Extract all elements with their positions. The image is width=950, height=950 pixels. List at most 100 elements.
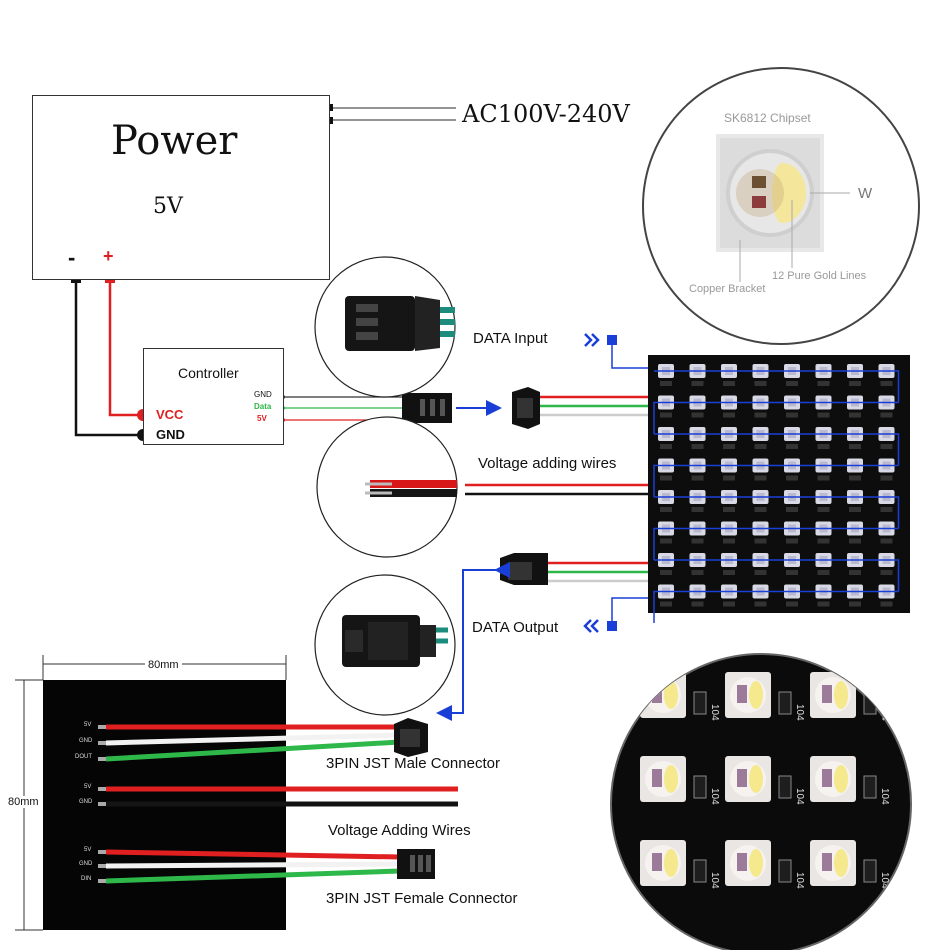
zoom-capacitor bbox=[693, 775, 707, 799]
chip-gold-label: 12 Pure Gold Lines bbox=[772, 270, 867, 282]
panel-capacitor bbox=[817, 507, 830, 512]
panel-capacitor bbox=[754, 381, 767, 386]
panel-capacitor bbox=[754, 507, 767, 512]
panel-capacitor bbox=[817, 412, 830, 418]
panel-capacitor bbox=[660, 444, 672, 449]
zoom-led-white-die bbox=[749, 849, 763, 877]
zoom-led-rgb-die bbox=[737, 853, 747, 871]
panel-capacitor bbox=[786, 570, 798, 575]
female-connector-label: 3PIN JST Female Connector bbox=[326, 890, 518, 907]
controller-connector bbox=[402, 393, 502, 423]
board-width-label: 80mm bbox=[145, 659, 182, 671]
panel-capacitor bbox=[660, 601, 672, 607]
pin-top-5v: 5V bbox=[84, 722, 92, 728]
panel-data-trace bbox=[653, 464, 899, 497]
panel-capacitor bbox=[691, 538, 704, 544]
power-supply-box: Power 5V bbox=[32, 95, 330, 280]
zoom-led-rgb-die bbox=[652, 685, 662, 703]
panel-capacitor bbox=[660, 507, 672, 512]
panel-voltage-wires bbox=[465, 483, 650, 496]
board-height-label: 80mm bbox=[8, 796, 39, 808]
pin-top-gnd: GND bbox=[79, 738, 93, 744]
panel-capacitor bbox=[880, 538, 893, 544]
panel-capacitor bbox=[880, 412, 893, 418]
zoom-led-white-die bbox=[749, 681, 763, 709]
panel-capacitor bbox=[786, 601, 798, 607]
panel-capacitor bbox=[723, 601, 735, 607]
panel-capacitor bbox=[754, 412, 767, 418]
panel-capacitor bbox=[849, 412, 861, 418]
callout-circles bbox=[314, 256, 458, 716]
zoom-led-rgb-die bbox=[737, 685, 747, 703]
panel-data-trace bbox=[654, 496, 900, 529]
panel-capacitor bbox=[660, 570, 672, 575]
panel-capacitor bbox=[691, 507, 704, 512]
ac-wires bbox=[326, 104, 456, 124]
zoom-capacitor bbox=[778, 691, 792, 715]
panel-capacitor bbox=[817, 538, 830, 544]
panel-capacitor bbox=[849, 475, 861, 481]
ac-input-label: AC100V-240V bbox=[462, 100, 630, 128]
data-input-label: DATA Input bbox=[473, 330, 548, 347]
panel-capacitor bbox=[849, 444, 861, 449]
chip-zoom bbox=[642, 67, 920, 345]
zoom-led-rgb-die bbox=[822, 769, 832, 787]
zoom-led-white-die bbox=[664, 681, 678, 709]
panel-capacitor bbox=[786, 475, 798, 481]
panel-capacitor bbox=[691, 381, 704, 386]
panel-capacitor bbox=[817, 475, 830, 481]
voltage-adding-wires-label-2: Voltage Adding Wires bbox=[328, 822, 471, 839]
panel-capacitor bbox=[880, 601, 893, 607]
panel-capacitor bbox=[723, 475, 735, 481]
zoom-led-rgb-die bbox=[822, 853, 832, 871]
zoom-led-white-die bbox=[834, 849, 848, 877]
panel-capacitor bbox=[723, 507, 735, 512]
panel-capacitor bbox=[754, 570, 767, 575]
panel-data-trace bbox=[653, 527, 899, 560]
panel-capacitor bbox=[849, 538, 861, 544]
panel-capacitor bbox=[660, 538, 672, 544]
panel-capacitor bbox=[691, 601, 704, 607]
panel-capacitor bbox=[849, 601, 861, 607]
power-voltage: 5V bbox=[153, 194, 183, 219]
panel-data-trace bbox=[654, 433, 900, 466]
board bbox=[15, 655, 458, 931]
zoom-led-white-die bbox=[664, 765, 678, 793]
pin-bot-5v: 5V bbox=[84, 847, 92, 853]
zoom-led-code: 104 bbox=[709, 704, 720, 721]
zoom-capacitor bbox=[778, 775, 792, 799]
panel-data-trace bbox=[654, 370, 900, 403]
panel-capacitor bbox=[723, 381, 735, 386]
chip-bracket-label: Copper Bracket bbox=[689, 283, 766, 295]
zoom-capacitor bbox=[693, 691, 707, 715]
panel-capacitor bbox=[660, 381, 672, 386]
panel-data-trace bbox=[654, 559, 900, 592]
data-output-label: DATA Output bbox=[472, 619, 559, 636]
zoom-led-code: 104 bbox=[794, 872, 805, 889]
panel-capacitor bbox=[754, 444, 767, 449]
controller-vcc: VCC bbox=[156, 407, 184, 422]
controller-out-gnd: GND bbox=[254, 390, 272, 399]
pin-bot-gnd: GND bbox=[79, 861, 93, 867]
zoom-led-rgb-die bbox=[737, 769, 747, 787]
zoom-led-rgb-die bbox=[652, 853, 662, 871]
power-minus-label: - bbox=[68, 245, 76, 270]
zoom-capacitor bbox=[863, 775, 877, 799]
zoom-capacitor bbox=[778, 859, 792, 883]
panel-capacitor bbox=[691, 475, 704, 481]
panel-capacitor bbox=[723, 444, 735, 449]
panel-capacitor bbox=[723, 570, 735, 575]
panel-capacitor bbox=[817, 444, 830, 449]
panel-capacitor bbox=[786, 381, 798, 386]
panel-capacitor bbox=[849, 570, 861, 575]
panel-capacitor bbox=[786, 444, 798, 449]
zoom-led-code: 104 bbox=[709, 788, 720, 805]
panel-capacitor bbox=[754, 601, 767, 607]
panel-capacitor bbox=[786, 507, 798, 512]
pin-bot-din: DIN bbox=[81, 876, 92, 882]
panel-data-trace bbox=[653, 401, 899, 434]
zoom-capacitor bbox=[693, 859, 707, 883]
zoom-led-code: 104 bbox=[879, 788, 890, 805]
